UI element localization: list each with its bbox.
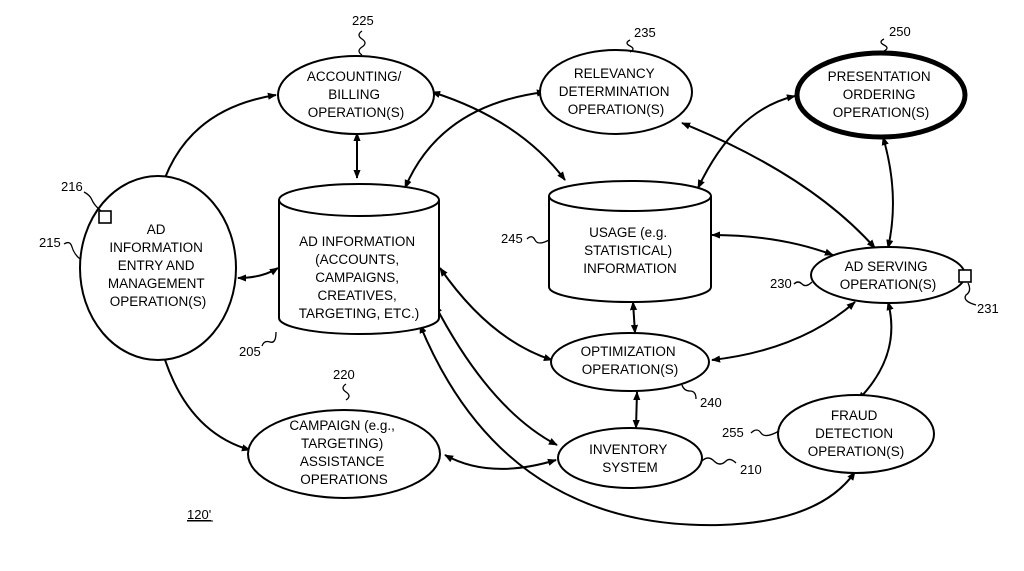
port-square-231 bbox=[959, 270, 971, 282]
node-usage-db: USAGE (e.g. STATISTICAL) INFORMATION bbox=[549, 181, 711, 302]
ref-230: 230 bbox=[770, 276, 792, 291]
ref-leader-245 bbox=[527, 237, 549, 243]
figure-label: 120' bbox=[187, 507, 211, 522]
ref-250: 250 bbox=[889, 24, 911, 39]
conn-usage-optimization bbox=[633, 302, 635, 333]
ref-240: 240 bbox=[700, 395, 722, 410]
conn-usage-adserving bbox=[712, 235, 833, 255]
ref-225: 225 bbox=[352, 13, 374, 28]
ref-245: 245 bbox=[501, 231, 523, 246]
node-label: USAGE (e.g. STATISTICAL) INFORMATION bbox=[583, 225, 677, 276]
ref-205: 205 bbox=[239, 344, 261, 359]
node-optimization: OPTIMIZATION OPERATION(S) bbox=[551, 333, 709, 391]
node-label: RELEVANCY DETERMINATION OPERATION(S) bbox=[559, 66, 674, 117]
ref-leader-231 bbox=[965, 283, 976, 305]
conn-entry-db bbox=[238, 268, 278, 278]
ref-leader-205 bbox=[262, 332, 276, 346]
ref-220: 220 bbox=[333, 367, 355, 382]
conn-optimization-adserving bbox=[712, 302, 855, 360]
node-relevancy: RELEVANCY DETERMINATION OPERATION(S) bbox=[540, 50, 692, 134]
ref-leader-220 bbox=[343, 384, 349, 400]
ref-leader-230 bbox=[794, 282, 812, 286]
ref-leader-210 bbox=[702, 458, 736, 464]
ref-235: 235 bbox=[634, 25, 656, 40]
ref-leader-240 bbox=[682, 385, 696, 399]
node-accounting: ACCOUNTING/ BILLING OPERATION(S) bbox=[278, 56, 434, 134]
node-ad-information-db: AD INFORMATION (ACCOUNTS, CAMPAIGNS, CRE… bbox=[279, 184, 439, 334]
conn-adserving-fraud bbox=[858, 302, 891, 400]
node-label: AD INFORMATION (ACCOUNTS, CAMPAIGNS, CRE… bbox=[299, 234, 420, 321]
ref-210: 210 bbox=[740, 462, 762, 477]
conn-presentation-adserving bbox=[883, 137, 893, 248]
ref-leader-216 bbox=[84, 192, 101, 211]
node-campaign: CAMPAIGN (e.g., TARGETING) ASSISTANCE OP… bbox=[248, 410, 440, 498]
ref-leader-250 bbox=[881, 39, 887, 51]
ref-255: 255 bbox=[722, 425, 744, 440]
conn-db-inventory bbox=[435, 305, 557, 445]
ref-215: 215 bbox=[39, 235, 61, 250]
ref-leader-225 bbox=[359, 31, 365, 55]
conn-campaign-inventory bbox=[445, 455, 556, 469]
conn-usage-presentation bbox=[698, 96, 795, 188]
node-ad-serving: AD SERVING OPERATION(S) bbox=[811, 247, 971, 303]
conn-db-optimization bbox=[440, 268, 552, 360]
ref-231: 231 bbox=[977, 301, 999, 316]
node-label: PRESENTATION ORDERING OPERATION(S) bbox=[828, 69, 935, 120]
ref-216: 216 bbox=[61, 179, 83, 194]
port-square-216 bbox=[99, 211, 111, 223]
ref-leader-215 bbox=[64, 243, 80, 259]
node-inventory: INVENTORY SYSTEM bbox=[558, 428, 702, 488]
conn-optimization-inventory bbox=[636, 392, 637, 428]
node-presentation: PRESENTATION ORDERING OPERATION(S) bbox=[797, 53, 965, 137]
node-ad-info-entry: AD INFORMATION ENTRY AND MANAGEMENT OPER… bbox=[80, 176, 236, 360]
ref-leader-255 bbox=[751, 430, 779, 436]
node-fraud: FRAUD DETECTION OPERATION(S) bbox=[778, 395, 934, 473]
